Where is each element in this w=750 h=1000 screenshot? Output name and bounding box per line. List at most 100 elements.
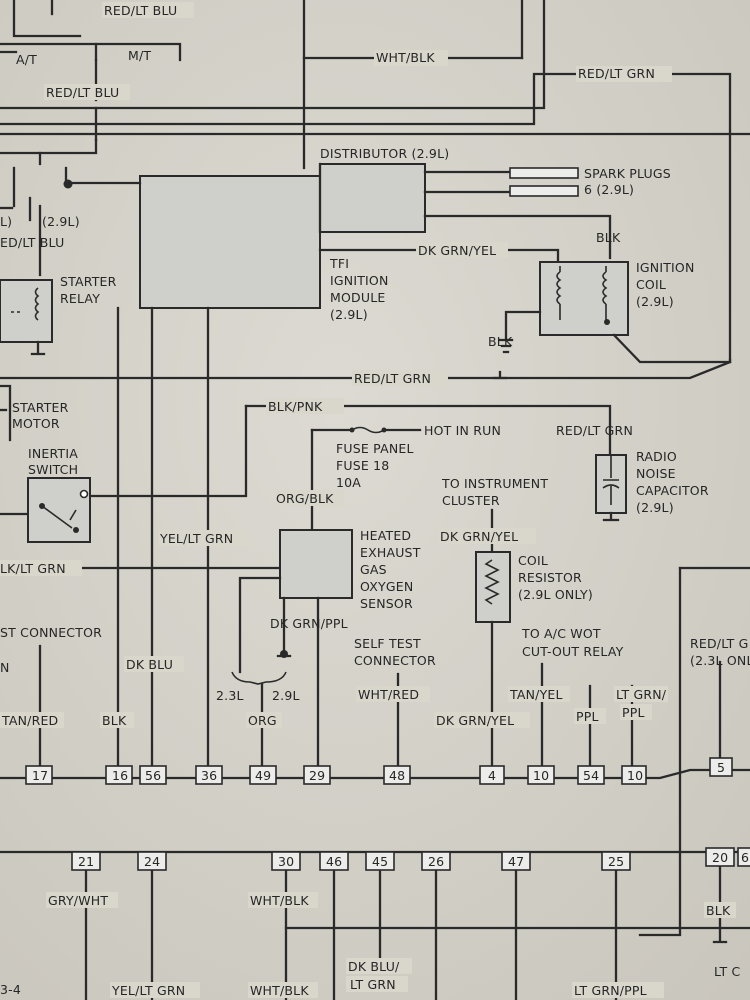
wire-label: YEL/LT GRN <box>159 531 233 546</box>
wire-label: N <box>0 660 10 675</box>
ignition-coil-body <box>539 261 629 336</box>
component-label: (2.9L) <box>636 294 674 309</box>
top-wires <box>0 0 750 362</box>
component-label: RELAY <box>60 291 100 306</box>
wire-label: LT C <box>714 964 740 979</box>
component-label: HEATED <box>360 528 411 543</box>
component-label: EXHAUST <box>360 545 421 560</box>
connector-pins-bottom: 21 24 30 46 45 26 47 25 20 6 <box>71 847 750 871</box>
component-label: FUSE 18 <box>336 458 389 473</box>
wire-label: LK/LT GRN <box>0 561 66 576</box>
wire-label: RED/LT GRN <box>556 423 633 438</box>
component-label: (2.9L) <box>330 307 368 322</box>
wire-label: WHT/RED <box>358 687 419 702</box>
wire-label: RED/LT G <box>690 636 749 651</box>
wire-label: BLK <box>706 903 731 918</box>
component-label: OXYGEN <box>360 579 413 594</box>
pin-label: 21 <box>78 854 94 869</box>
wire-label: WHT/BLK <box>250 893 309 908</box>
pin-label: 10 <box>627 768 643 783</box>
distributor-assembly <box>0 162 612 309</box>
component-label: (2.9L) <box>636 500 674 515</box>
component-label: TO INSTRUMENT <box>441 476 548 491</box>
radio-noise-capacitor <box>595 454 627 522</box>
component-label: SPARK PLUGS <box>584 166 671 181</box>
wire-label: RED/LT GRN <box>578 66 655 81</box>
hego-sensor-body <box>279 529 353 599</box>
wire-label: WHT/BLK <box>250 983 309 998</box>
component-label: COIL <box>636 277 666 292</box>
wire-label: TAN/YEL <box>509 687 563 702</box>
wire-label: BLK <box>488 334 513 349</box>
component-label: MODULE <box>330 290 385 305</box>
wire-label: GRY/WHT <box>48 893 108 908</box>
component-label: ST CONNECTOR <box>0 625 102 640</box>
page-reference: 3-4 <box>0 982 21 997</box>
wire-label: ORG/BLK <box>276 491 334 506</box>
component-label: TO A/C WOT <box>521 626 601 641</box>
component-label: SWITCH <box>28 462 78 477</box>
component-label: RESISTOR <box>518 570 582 585</box>
hego-sensor <box>231 529 353 772</box>
wire-label: DK GRN/PPL <box>270 616 348 631</box>
connector-pins-top: 17 16 56 36 49 29 48 4 10 54 10 5 <box>25 757 733 785</box>
wire-label: PPL <box>576 709 599 724</box>
pin-label: 17 <box>32 768 48 783</box>
wire-label: M/T <box>128 48 151 63</box>
wire-label: PPL <box>622 705 645 720</box>
starter-relay-body <box>0 279 53 343</box>
component-label: STARTER <box>60 274 117 289</box>
component-label: CAPACITOR <box>636 483 709 498</box>
pin-label: 29 <box>309 768 325 783</box>
component-label: IGNITION <box>636 260 695 275</box>
wire-label: 2.3L <box>216 688 244 703</box>
component-label: TFI <box>329 256 349 271</box>
pin-label: 25 <box>608 854 624 869</box>
component-label: COIL <box>518 553 548 568</box>
component-label: GAS <box>360 562 387 577</box>
component-label: NOISE <box>636 466 676 481</box>
component-label: SENSOR <box>360 596 413 611</box>
component-label: SELF TEST <box>354 636 421 651</box>
component-label: DISTRIBUTOR (2.9L) <box>320 146 449 161</box>
pin-label: 16 <box>112 768 128 783</box>
wire-label: DK BLU/ <box>348 959 400 974</box>
pin-label: 20 <box>712 850 728 865</box>
pin-label: 45 <box>372 854 388 869</box>
wire-label: BLK <box>102 713 127 728</box>
wire-label: TAN/RED <box>1 713 58 728</box>
coil-resistor-body <box>475 551 511 623</box>
spark-plug-lead-2 <box>509 185 579 197</box>
pin-label: 30 <box>278 854 294 869</box>
pin-label: 48 <box>389 768 405 783</box>
inertia-switch <box>27 477 91 543</box>
wire-label: (2.9L) <box>42 214 80 229</box>
coil-resistor <box>475 508 511 772</box>
lower-wires <box>38 566 750 937</box>
component-label: MOTOR <box>12 416 60 431</box>
component-label: FUSE PANEL <box>336 441 414 456</box>
starter-relay <box>0 279 53 356</box>
pin-label: 10 <box>533 768 549 783</box>
pin-label: 49 <box>255 768 271 783</box>
ignition-coil-assembly <box>0 248 732 380</box>
component-label: CLUSTER <box>442 493 500 508</box>
component-label: IGNITION <box>330 273 389 288</box>
wire-label: DK GRN/YEL <box>440 529 518 544</box>
pin-label: 47 <box>508 854 524 869</box>
pin-label: 26 <box>428 854 444 869</box>
wire-label: A/T <box>16 52 37 67</box>
wire-label: (2.3L ONL <box>690 653 750 668</box>
wire-label: WHT/BLK <box>376 50 435 65</box>
wire-label: YEL/LT GRN <box>111 983 185 998</box>
component-label: INERTIA <box>28 446 78 461</box>
component-label: STARTER <box>12 400 69 415</box>
power-label: HOT IN RUN <box>424 423 501 438</box>
wire-label: BLK/PNK <box>268 399 323 414</box>
wire-label: DK GRN/YEL <box>436 713 514 728</box>
pin-label: 56 <box>145 768 161 783</box>
pin-label: 5 <box>717 760 725 775</box>
inertia-switch-body <box>27 477 91 543</box>
wire-label: BLK <box>596 230 621 245</box>
